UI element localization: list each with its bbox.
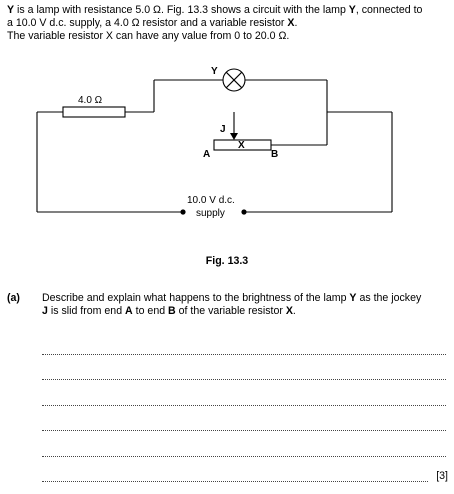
lamp-cross-2 bbox=[225, 71, 243, 89]
question-line-1: Describe and explain what happens to the… bbox=[42, 292, 422, 304]
end-b-label: B bbox=[271, 149, 278, 160]
circuit-diagram: Y 4.0 Ω J X A B 10.0 V d.c. supply bbox=[36, 66, 393, 219]
answer-line-5[interactable] bbox=[42, 456, 446, 457]
question-line-2: J is slid from end A to end B of the var… bbox=[42, 305, 296, 317]
intro-line-1: Y is a lamp with resistance 5.0 Ω. Fig. … bbox=[7, 4, 423, 16]
answer-line-2[interactable] bbox=[42, 379, 446, 380]
figure-caption: Fig. 13.3 bbox=[205, 255, 249, 267]
intro-line-3: The variable resistor X can have any val… bbox=[7, 30, 290, 42]
intro-line-2: a 10.0 V d.c. supply, a 4.0 Ω resistor a… bbox=[7, 17, 298, 29]
variable-resistor-label: X bbox=[238, 140, 245, 151]
marks-indicator: [3] bbox=[436, 470, 448, 482]
lamp-y bbox=[222, 68, 246, 92]
lamp-label: Y bbox=[211, 66, 218, 77]
jockey-arrowhead bbox=[230, 133, 238, 140]
question-text: Describe and explain what happens to the… bbox=[42, 292, 452, 318]
answer-line-3[interactable] bbox=[42, 405, 446, 406]
question-intro: Y is a lamp with resistance 5.0 Ω. Fig. … bbox=[7, 4, 453, 43]
resistor-label: 4.0 Ω bbox=[78, 95, 103, 106]
answer-line-6[interactable] bbox=[42, 481, 428, 482]
supply-terminal-positive bbox=[241, 209, 247, 215]
supply-word-label: supply bbox=[196, 208, 225, 219]
supply-terminal-negative bbox=[180, 209, 186, 215]
answer-line-4[interactable] bbox=[42, 430, 446, 431]
resistor-4ohm bbox=[62, 106, 126, 118]
answer-line-1[interactable] bbox=[42, 354, 446, 355]
supply-voltage-label: 10.0 V d.c. bbox=[187, 195, 235, 206]
jockey-label: J bbox=[220, 124, 226, 135]
variable-resistor-x bbox=[213, 139, 272, 151]
question-number: (a) bbox=[7, 292, 20, 304]
end-a-label: A bbox=[203, 149, 210, 160]
